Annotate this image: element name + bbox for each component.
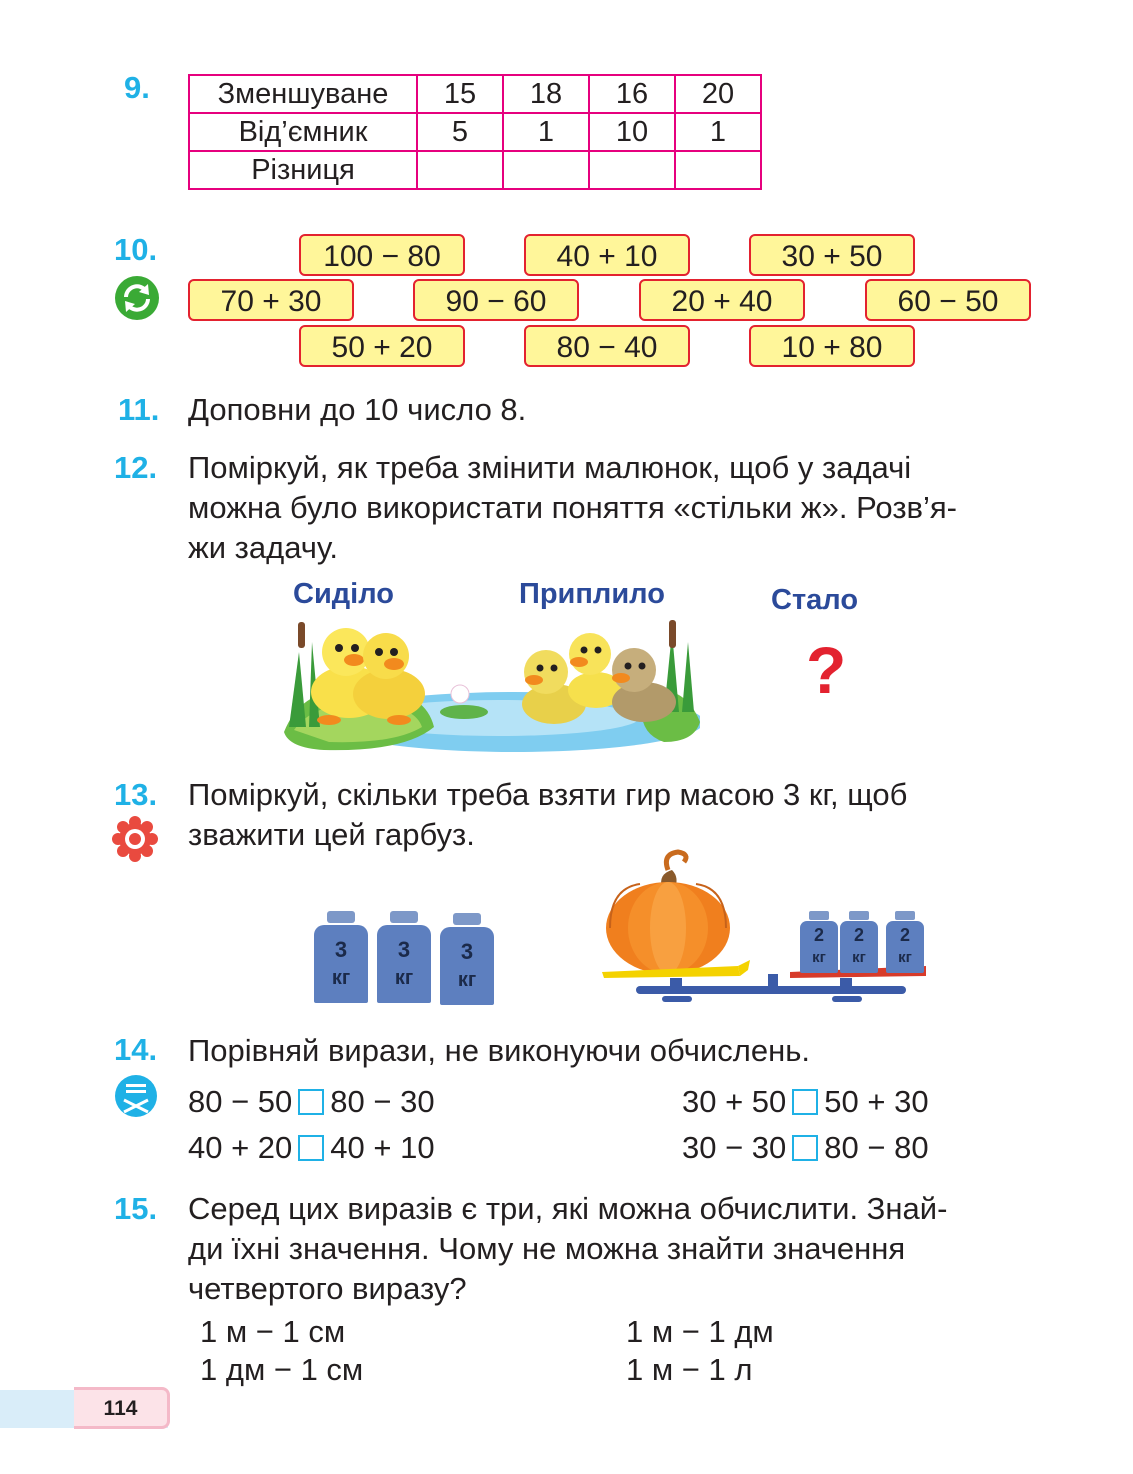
exercise-number-11: 11. (118, 392, 160, 427)
right-expression: 80 − 30 (330, 1084, 435, 1119)
weight-unit: кг (812, 949, 826, 966)
repeat-cycle-icon (115, 276, 159, 320)
weight-3kg: 3 кг (377, 911, 431, 1003)
flower-gear-icon (112, 816, 158, 862)
expression-tile: 10 + 80 (749, 325, 915, 367)
question-mark: ? (806, 633, 847, 707)
right-expression: 40 + 10 (330, 1130, 435, 1165)
exercise-12-line: жи задачу. (188, 530, 338, 565)
exercise-number-12: 12. (114, 450, 158, 485)
weight-number: 2 (853, 925, 864, 945)
weight-unit: кг (457, 969, 477, 991)
weight-number: 3 (334, 937, 348, 962)
expression-tile: 100 − 80 (299, 234, 465, 276)
expression-tile: 90 − 60 (413, 279, 579, 321)
row-label-difference: Різниця (188, 150, 418, 190)
empty-answer-cell[interactable] (674, 150, 762, 190)
left-expression: 30 − 30 (682, 1130, 787, 1165)
exercise-12-line: можна було використати поняття «стільки … (188, 490, 958, 525)
weight-unit: кг (394, 967, 414, 989)
exercise-number-10: 10. (114, 232, 158, 267)
weight-number: 2 (899, 925, 910, 945)
expression-tile: 60 − 50 (865, 279, 1031, 321)
ducklings-pond-illustration (284, 620, 700, 752)
table-cell: 20 (674, 74, 762, 114)
page-number: 114 (74, 1387, 170, 1429)
left-expression: 30 + 50 (682, 1084, 787, 1119)
weight-2kg: 2 кг (800, 911, 838, 973)
weight-unit: кг (898, 949, 912, 966)
weight-unit: кг (331, 967, 351, 989)
empty-answer-cell[interactable] (588, 150, 676, 190)
exercise-number-14: 14. (114, 1032, 158, 1067)
unit-expression: 1 м − 1 дм (626, 1314, 774, 1349)
comparison-sign-box[interactable] (792, 1089, 819, 1115)
comparison-row: 30 + 50 50 + 30 (682, 1082, 929, 1122)
unit-expression: 1 м − 1 л (626, 1352, 753, 1387)
exercise-12-line: Поміркуй, як треба змінити малюнок, щоб … (188, 450, 912, 485)
comparison-row: 80 − 50 80 − 30 (188, 1082, 435, 1122)
empty-answer-cell[interactable] (416, 150, 504, 190)
empty-answer-cell[interactable] (502, 150, 590, 190)
left-expression: 40 + 20 (188, 1130, 293, 1165)
weight-number: 2 (813, 925, 824, 945)
expression-tile: 80 − 40 (524, 325, 690, 367)
comparison-sign-box[interactable] (298, 1089, 325, 1115)
unit-expression: 1 дм − 1 см (200, 1352, 364, 1387)
table-cell: 16 (588, 74, 676, 114)
scissors-icon (115, 1075, 157, 1117)
exercise-15-line: ди їхні значення. Чому не можна знайти з… (188, 1231, 906, 1266)
weight-2kg: 2 кг (886, 911, 924, 973)
expression-tile: 20 + 40 (639, 279, 805, 321)
exercise-number-9: 9. (124, 70, 150, 105)
exercise-number-15: 15. (114, 1191, 158, 1226)
weight-3kg: 3 кг (440, 913, 494, 1005)
row-label-subtrahend: Від’ємник (188, 112, 418, 152)
weight-2kg: 2 кг (840, 911, 878, 973)
table-cell: 1 (674, 112, 762, 152)
subtraction-table: Зменшуване 15 18 16 20 Від’ємник 5 1 10 … (188, 74, 762, 190)
comparison-sign-box[interactable] (792, 1135, 819, 1161)
expression-tile: 50 + 20 (299, 325, 465, 367)
comparison-row: 30 − 30 80 − 80 (682, 1128, 929, 1168)
table-cell: 10 (588, 112, 676, 152)
unit-expression: 1 м − 1 см (200, 1314, 346, 1349)
left-expression: 80 − 50 (188, 1084, 293, 1119)
exercise-number-13: 13. (114, 777, 158, 812)
comparison-sign-box[interactable] (298, 1135, 325, 1161)
pumpkin-on-scale-illustration (602, 849, 926, 1002)
table-row: Від’ємник 5 1 10 1 (188, 112, 762, 152)
label-sat: Сиділо (293, 578, 394, 610)
exercise-11-text: Доповни до 10 число 8. (188, 392, 527, 427)
table-cell: 18 (502, 74, 590, 114)
label-became: Стало (771, 584, 859, 616)
comparison-row: 40 + 20 40 + 10 (188, 1128, 435, 1168)
table-cell: 5 (416, 112, 504, 152)
table-cell: 1 (502, 112, 590, 152)
exercise-13-line: Поміркуй, скільки треба взяти гир масою … (188, 777, 908, 812)
expression-tile: 70 + 30 (188, 279, 354, 321)
right-expression: 50 + 30 (824, 1084, 929, 1119)
label-swam: Приплило (519, 578, 665, 610)
table-row: Зменшуване 15 18 16 20 (188, 74, 762, 114)
expression-tile: 30 + 50 (749, 234, 915, 276)
exercise-14-text: Порівняй вирази, не виконуючи обчислень. (188, 1033, 810, 1068)
row-label-minuend: Зменшуване (188, 74, 418, 114)
table-row: Різниця (188, 150, 762, 190)
expression-tile: 40 + 10 (524, 234, 690, 276)
table-cell: 15 (416, 74, 504, 114)
right-expression: 80 − 80 (824, 1130, 929, 1165)
exercise-15-line: четвертого виразу? (188, 1271, 467, 1306)
exercise-15-line: Серед цих виразів є три, які можна обчис… (188, 1191, 948, 1226)
weight-number: 3 (460, 939, 474, 964)
weight-unit: кг (852, 949, 866, 966)
weight-3kg: 3 кг (314, 911, 368, 1003)
exercise-13-line: зважити цей гарбуз. (188, 817, 475, 852)
weight-number: 3 (397, 937, 411, 962)
